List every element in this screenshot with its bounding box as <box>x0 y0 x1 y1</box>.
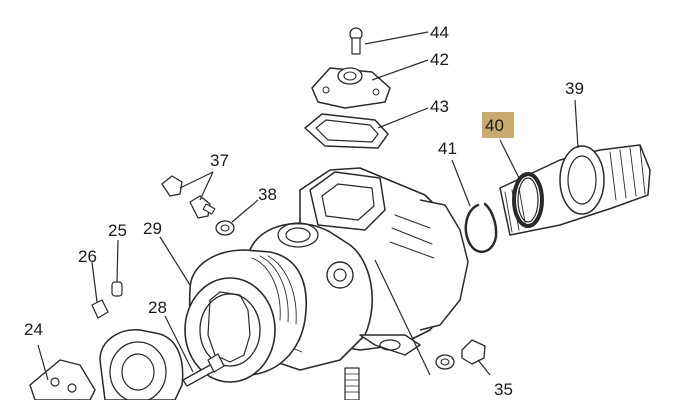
label-39: 39 <box>565 79 584 98</box>
circlip-part-41 <box>464 202 498 254</box>
bolt-part-28 <box>182 353 225 387</box>
bracket-part-24 <box>29 359 96 400</box>
label-25: 25 <box>108 221 127 240</box>
label-42: 42 <box>430 50 449 69</box>
splined-hub <box>99 329 184 400</box>
lower-stud <box>344 367 360 400</box>
bolt-part-44 <box>349 27 363 55</box>
cover-part-42 <box>311 67 391 109</box>
label-41: 41 <box>438 139 457 158</box>
label-40: 40 <box>485 116 504 135</box>
label-37: 37 <box>210 151 229 170</box>
pin-part-25 <box>111 281 123 297</box>
label-43: 43 <box>430 97 449 116</box>
washer-part-38 <box>215 220 235 236</box>
ring-part-40 <box>512 172 544 228</box>
label-44: 44 <box>430 23 449 42</box>
gasket-part-43 <box>304 113 389 149</box>
label-29: 29 <box>143 219 162 238</box>
label-26: 26 <box>78 247 97 266</box>
label-24: 24 <box>24 320 43 339</box>
shaft-part-39 <box>499 144 651 236</box>
leader-lines <box>37 31 579 381</box>
label-38: 38 <box>258 185 277 204</box>
highlight-box-40 <box>482 112 514 138</box>
bolt-part-37 <box>161 175 216 219</box>
label-28: 28 <box>148 298 167 317</box>
label-35: 35 <box>494 380 513 399</box>
key-part-26 <box>91 299 109 319</box>
washer-bolt-part-35 <box>435 339 486 370</box>
drum-part-29 <box>184 249 307 383</box>
